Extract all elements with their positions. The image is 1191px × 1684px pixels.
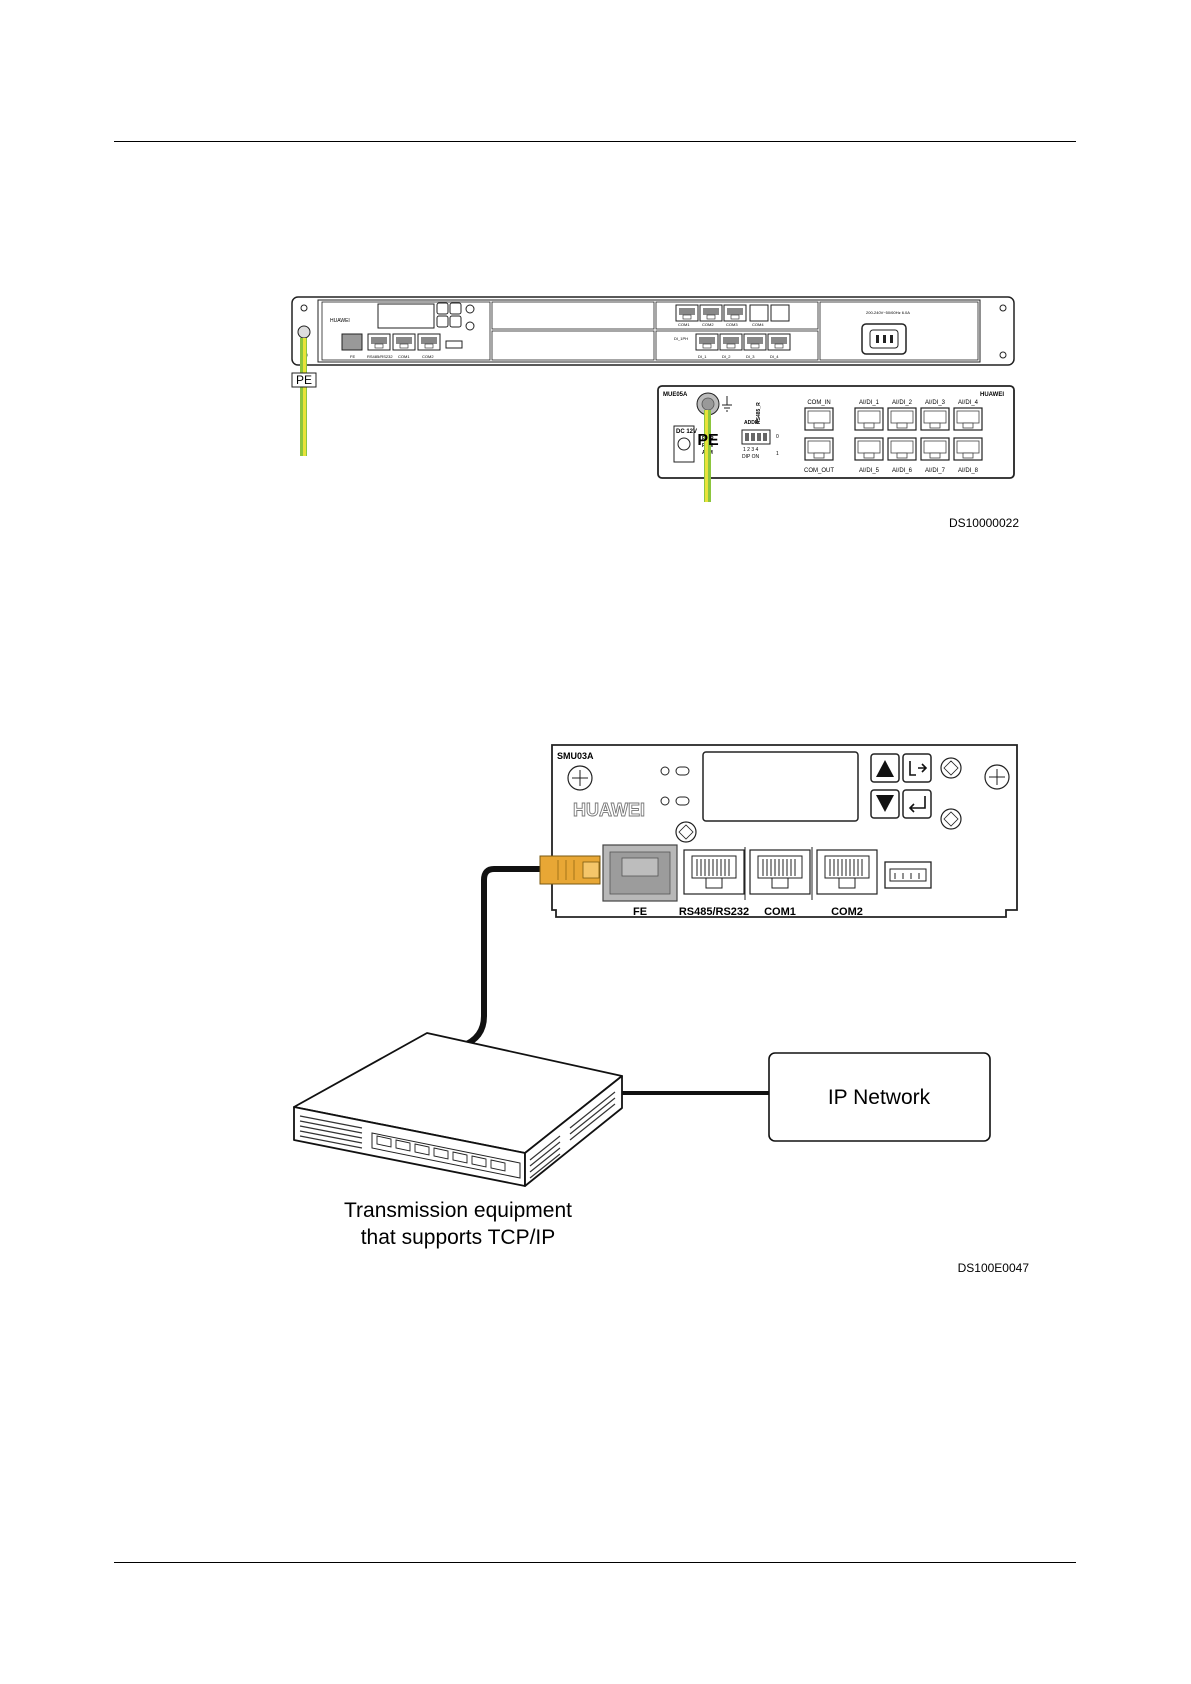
- figure-id: DS100E0047: [958, 1261, 1030, 1275]
- mue-port-label: AI/DI_7: [925, 468, 946, 474]
- mue-brand-label: HUAWEI: [980, 392, 1004, 398]
- com1-port[interactable]: [749, 849, 811, 895]
- up-arrow-icon: [876, 760, 894, 777]
- smu-model-label: SMU03A: [557, 751, 594, 761]
- mue-model-label: MUE05A: [663, 392, 688, 398]
- mue-port-label: COM_IN: [807, 400, 830, 406]
- module-port-label: COM3: [726, 322, 738, 327]
- dc-label: DC 12V: [676, 429, 697, 435]
- module-port-label: DI_2: [722, 354, 731, 359]
- mue-port-label: AI/DI_1: [859, 400, 880, 406]
- dip-scale-1: 1: [776, 451, 779, 457]
- mue-port-label: AI/DI_8: [958, 468, 979, 474]
- dip-on-label: DIP ON: [742, 454, 760, 460]
- port-label-com2: COM2: [831, 906, 863, 918]
- mue-port-label: AI/DI_3: [925, 400, 946, 406]
- lcd-display: [702, 751, 859, 822]
- transmission-equipment: [293, 1032, 623, 1187]
- module-port-label: COM4: [752, 322, 764, 327]
- rs485-label: RS485_R: [756, 402, 762, 424]
- network-cable: [460, 866, 545, 1049]
- ip-network-label: IP Network: [828, 1086, 931, 1109]
- mue-port-label: AI/DI_2: [892, 400, 913, 406]
- footer-rule: [114, 1562, 1076, 1563]
- module-port-label: COM2: [702, 322, 714, 327]
- rj45-plug-icon: [539, 855, 601, 885]
- down-arrow-icon: [876, 795, 894, 812]
- addr-label: ADDR: [744, 420, 759, 426]
- port-label-fe: FE: [633, 906, 647, 918]
- pe-label: PE: [697, 432, 719, 449]
- module-port-label: DI_3: [746, 354, 755, 359]
- transmission-caption-line1: Transmission equipment: [344, 1199, 572, 1222]
- enter-button[interactable]: [902, 789, 932, 819]
- dip-scale-0: 0: [776, 434, 779, 440]
- ip-network-box: [768, 1052, 991, 1142]
- module-port-label: DI_4: [770, 354, 779, 359]
- port-label-com1: COM1: [764, 906, 796, 918]
- rack-chassis: HUAWEI FE RS485/RS232 COM1 COM2 COM1 COM…: [291, 296, 1015, 366]
- com2-port[interactable]: [816, 849, 878, 895]
- module-port-label: COM1: [678, 322, 690, 327]
- power-rating-label: 200-240V~50/60Hz 6.0A: [866, 310, 910, 315]
- pe-cable: [704, 410, 711, 502]
- mue-port-label: AI/DI_4: [958, 400, 979, 406]
- module-port-label: DI_1PH: [674, 336, 688, 341]
- rack-port-label: COM1: [398, 354, 410, 359]
- mue-port-label: AI/DI_6: [892, 468, 913, 474]
- dip-numbers: 1 2 3 4: [743, 447, 759, 453]
- usb-port[interactable]: [884, 861, 932, 889]
- pe-cable: [300, 338, 307, 456]
- transmission-caption-line2: that supports TCP/IP: [361, 1226, 556, 1249]
- module-port-label: DI_1: [698, 354, 707, 359]
- rack-port-label: COM2: [422, 354, 434, 359]
- rack-port-label: RS485/RS232: [367, 354, 393, 359]
- figure-pe-grounding: HUAWEI FE RS485/RS232 COM1 COM2 COM1 COM…: [291, 296, 1019, 530]
- figure-id: DS10000022: [949, 516, 1019, 530]
- pe-label: PE: [296, 373, 312, 387]
- mue-port-label: AI/DI_5: [859, 468, 880, 474]
- rack-port-label: FE: [350, 354, 355, 359]
- mue-port-label: COM_OUT: [804, 468, 834, 474]
- enter-icon: [908, 796, 926, 813]
- smu-panel: SMU03A HUAWEI: [551, 744, 1018, 918]
- header-rule: [114, 141, 1076, 142]
- rs485-port[interactable]: [683, 849, 745, 895]
- mue-module: MUE05A HUAWEI DC 12V PWR RUN ALM ADDR RS…: [657, 385, 1015, 479]
- ground-symbol-icon: [722, 396, 732, 412]
- smu-brand-logo: HUAWEI: [573, 800, 645, 820]
- port-label-rs485: RS485/RS232: [679, 906, 749, 918]
- escape-icon: [909, 761, 928, 776]
- rack-brand-label: HUAWEI: [330, 318, 350, 324]
